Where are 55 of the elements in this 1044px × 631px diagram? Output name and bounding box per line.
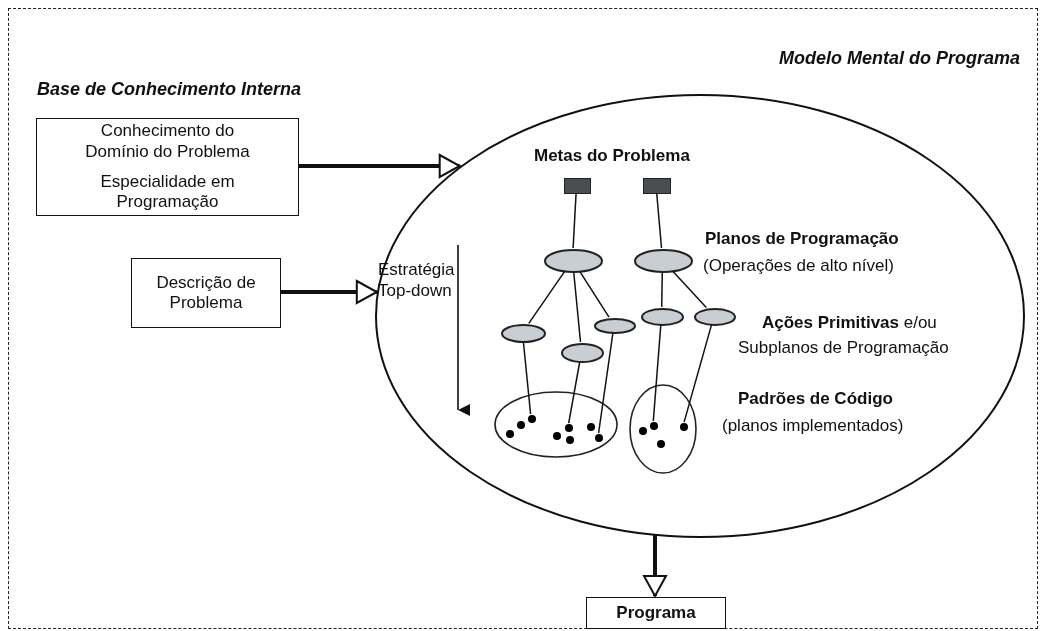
block-arrow <box>298 154 461 178</box>
dot <box>650 422 658 430</box>
action-ellipse <box>641 308 684 326</box>
action-ellipse <box>694 308 736 326</box>
connector-line <box>660 271 664 308</box>
goal-square <box>643 178 671 194</box>
box-text: Descrição de Problema <box>155 272 257 314</box>
dot <box>517 421 525 429</box>
description-box <box>131 258 281 328</box>
dot <box>565 424 573 432</box>
block-arrow <box>280 280 378 304</box>
dot <box>506 430 514 438</box>
connector-line <box>528 270 566 325</box>
connector-line <box>522 341 532 415</box>
box-text: Conhecimento do Domínio do Problema <box>84 121 251 162</box>
pattern-ellipse <box>494 391 618 458</box>
dot <box>553 432 561 440</box>
dot <box>528 415 536 423</box>
plan-ellipse <box>634 249 693 273</box>
level-label: (planos implementados) <box>722 415 904 437</box>
model-heading: Modelo Mental do Programa <box>778 48 1020 69</box>
dot <box>566 436 574 444</box>
pattern-ellipse <box>629 384 697 474</box>
dot <box>595 434 603 442</box>
goal-square <box>564 178 591 194</box>
level-label: Planos de Programação <box>705 228 899 250</box>
dashed-frame <box>8 8 1038 629</box>
connector-line <box>672 270 708 309</box>
level-label: (Operações de alto nível) <box>703 255 894 277</box>
connector-line <box>683 324 713 423</box>
dot <box>639 427 647 435</box>
dot <box>680 423 688 431</box>
level-label: Metas do Problema <box>534 145 690 167</box>
level-label: Subplanos de Programação <box>738 337 949 359</box>
connector-line <box>652 324 662 422</box>
knowledge-box <box>36 118 299 216</box>
level-label: Ações Primitivas e/ou <box>762 312 937 334</box>
connector-line <box>572 192 577 249</box>
action-ellipse <box>561 343 604 363</box>
box-text: Especialidade em Programação <box>99 172 236 213</box>
dot <box>587 423 595 431</box>
action-ellipse <box>501 324 546 343</box>
connector-line <box>579 270 610 318</box>
dot <box>657 440 665 448</box>
program-box <box>586 597 726 629</box>
connector-line <box>597 332 614 434</box>
connector-line <box>567 361 581 424</box>
plan-ellipse <box>544 249 603 273</box>
level-label: Padrões de Código <box>738 388 893 410</box>
frame-heading: Base de Conhecimento Interna <box>37 79 302 100</box>
action-ellipse <box>594 318 636 334</box>
connector-line <box>572 271 582 343</box>
connector-line <box>655 192 663 249</box>
box-text: Programa <box>616 602 696 624</box>
block-arrow <box>643 534 667 597</box>
